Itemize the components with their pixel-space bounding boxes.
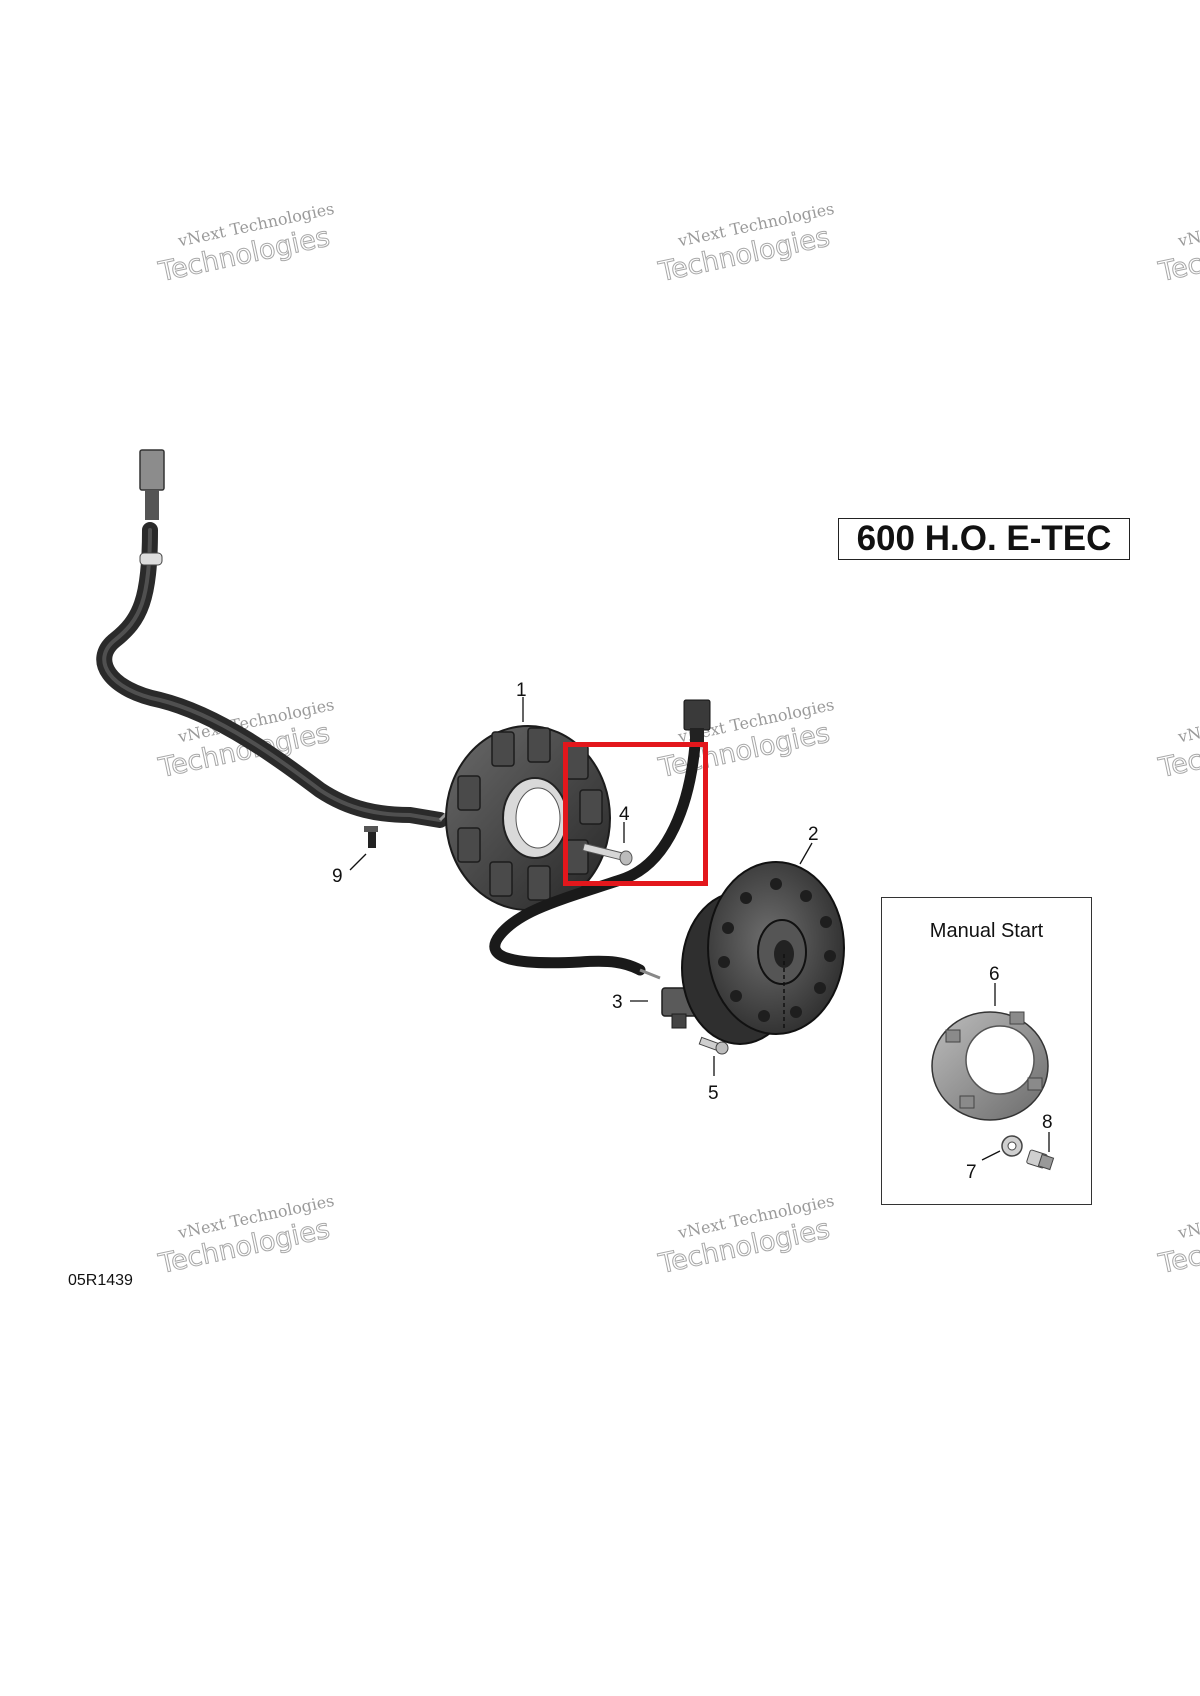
highlight-box bbox=[563, 742, 708, 886]
watermark-text: vNext Technologies bbox=[1175, 199, 1200, 251]
watermark-text: vNext Technologies bbox=[1175, 1191, 1200, 1243]
stator-harness bbox=[96, 449, 472, 828]
leader-line bbox=[981, 1150, 1001, 1161]
stator-screw-part bbox=[582, 842, 633, 866]
watermark-text: vNext Technologies bbox=[1175, 695, 1200, 747]
callout-2: 2 bbox=[808, 824, 819, 845]
callout-1: 1 bbox=[516, 680, 527, 701]
manual-start-inset: Manual Start bbox=[881, 897, 1092, 1205]
callout-5: 5 bbox=[708, 1083, 719, 1104]
stator-lead-cable bbox=[489, 699, 711, 980]
starter-screw-part bbox=[1026, 1149, 1055, 1171]
starter-cup-part bbox=[931, 1011, 1049, 1121]
leader-line bbox=[349, 853, 367, 871]
flywheel-part bbox=[681, 861, 845, 1045]
callout-3: 3 bbox=[612, 992, 623, 1013]
callout-8: 8 bbox=[1042, 1112, 1053, 1133]
harness-clip bbox=[364, 826, 378, 848]
model-title: 600 H.O. E-TEC bbox=[838, 518, 1130, 560]
callout-6: 6 bbox=[989, 964, 1000, 985]
drawing-code: 05R1439 bbox=[68, 1272, 133, 1289]
leader-line bbox=[799, 842, 813, 865]
callout-4: 4 bbox=[619, 804, 630, 825]
inset-label: Manual Start bbox=[929, 920, 1044, 942]
washer-part bbox=[1001, 1135, 1023, 1157]
callouts: 1 2 3 4 5 6 7 8 9 bbox=[332, 680, 1053, 1183]
callout-7: 7 bbox=[966, 1162, 977, 1183]
callout-9: 9 bbox=[332, 866, 343, 887]
trigger-screw-part bbox=[698, 1036, 729, 1055]
stator-part bbox=[445, 725, 611, 911]
